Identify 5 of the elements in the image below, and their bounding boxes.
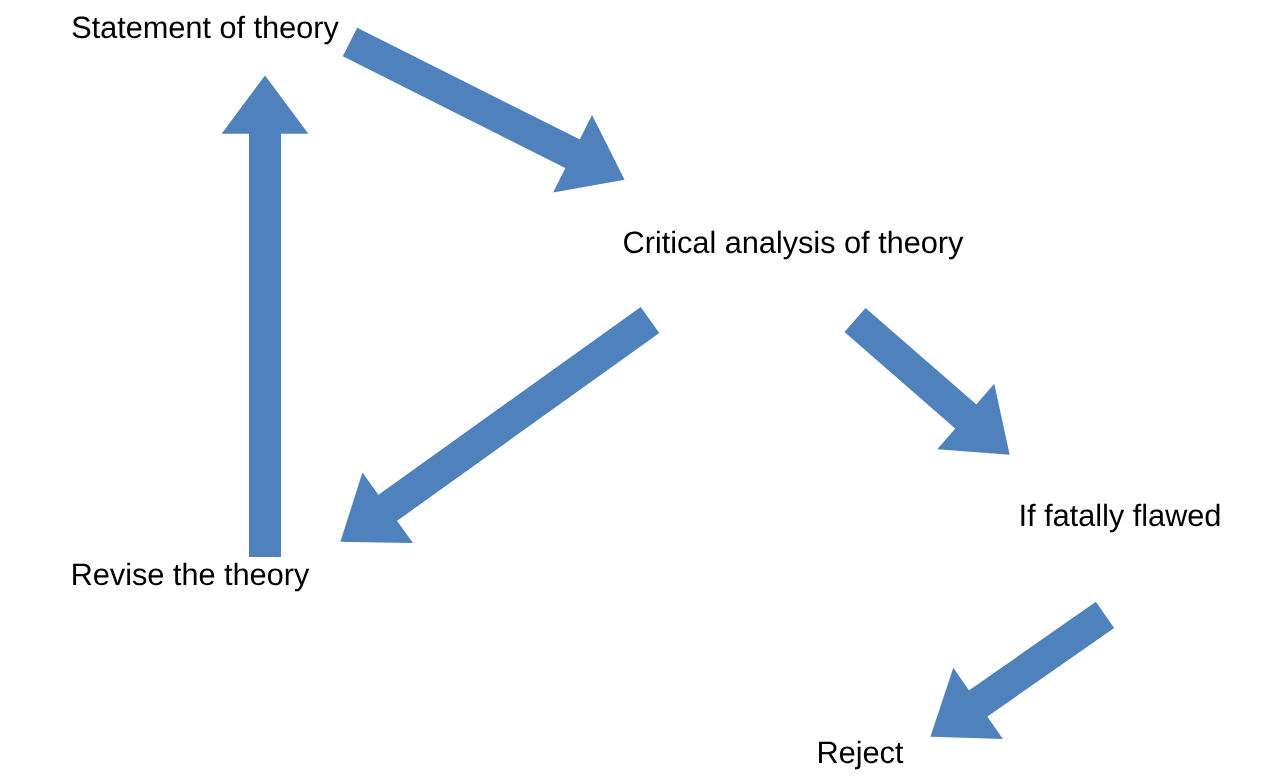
step-label: Statement of theory [72, 15, 339, 45]
step-label: Critical analysis of theory [624, 230, 964, 260]
step-label: If fatally flawed [1021, 503, 1220, 533]
step-label: Reject [819, 740, 904, 770]
step-label: Revise the theory [73, 562, 310, 592]
